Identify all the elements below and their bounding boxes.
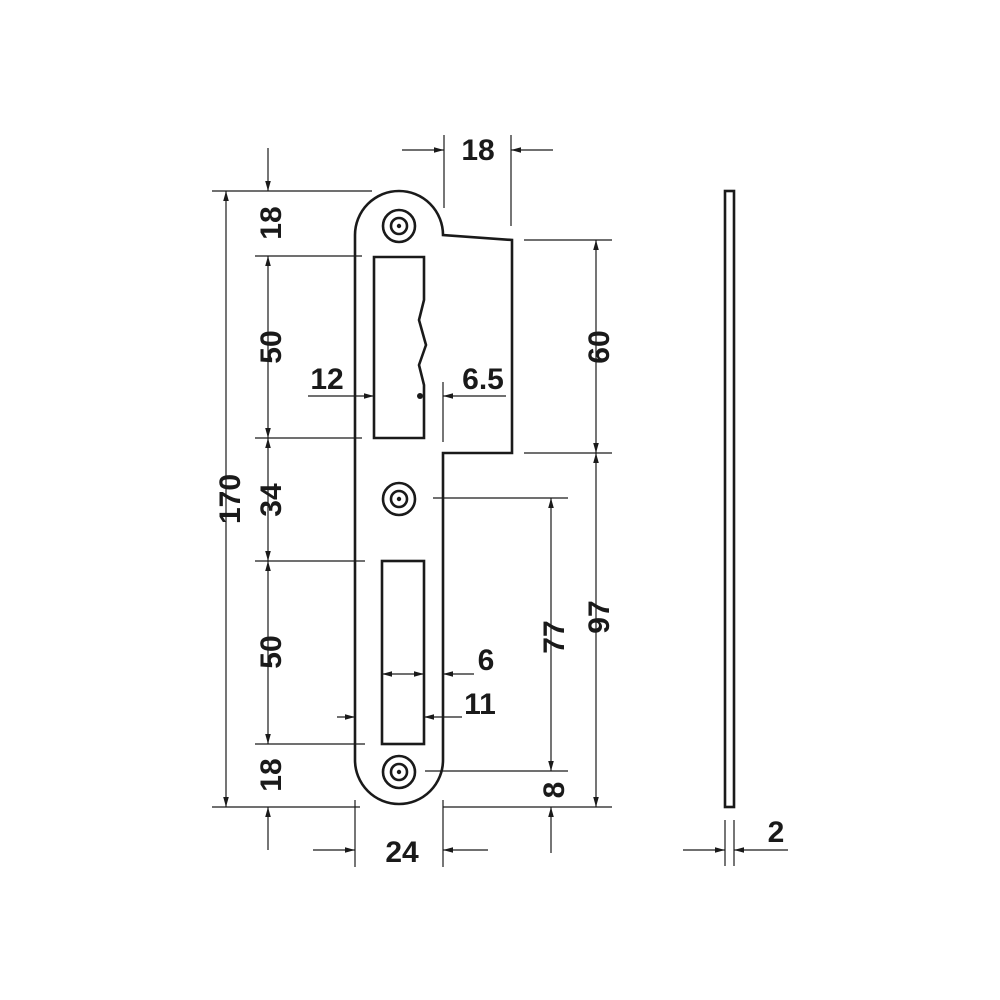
dim-18-bottom-label: 18 (255, 758, 288, 791)
dim-2-label: 2 (768, 816, 785, 849)
strike-plate-outline (353, 189, 514, 806)
dim-77-label: 77 (538, 620, 571, 653)
dim-50-upper-label: 50 (255, 330, 288, 363)
dim-60-label: 60 (583, 330, 616, 363)
extension-lines (212, 135, 735, 867)
dim-24-label: 24 (385, 836, 419, 869)
dim-11-label: 11 (464, 688, 496, 721)
dim-6-label: 6 (478, 644, 495, 677)
dim-97-label: 97 (583, 600, 616, 633)
dim-8-label: 8 (538, 782, 571, 799)
dimension-labels: 18 170 18 50 34 50 18 12 6.5 60 77 97 6 … (214, 134, 784, 869)
screw-hole-bottom (381, 754, 417, 790)
screw-hole-top (381, 208, 417, 244)
dimension-lines (223, 147, 788, 853)
dim-34-label: 34 (255, 483, 288, 517)
side-view-plate (723, 189, 736, 809)
lower-latch-opening (380, 559, 426, 746)
screw-hole-middle (381, 481, 417, 517)
dim-6-5-label: 6.5 (462, 363, 504, 396)
dim-18-top-width: 18 (461, 134, 494, 167)
notch-point (417, 393, 423, 399)
dim-170-label: 170 (214, 474, 247, 524)
dim-18-top-label: 18 (255, 206, 288, 239)
dim-12-label: 12 (310, 363, 343, 396)
dim-50-lower-label: 50 (255, 635, 288, 668)
upper-bolt-opening (372, 255, 428, 440)
